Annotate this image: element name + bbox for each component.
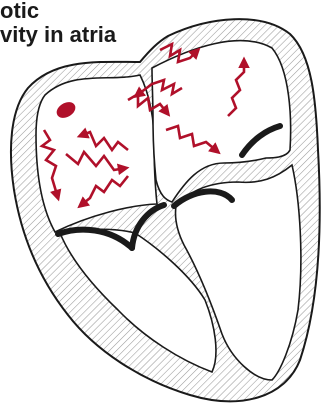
heart-diagram <box>0 0 331 414</box>
